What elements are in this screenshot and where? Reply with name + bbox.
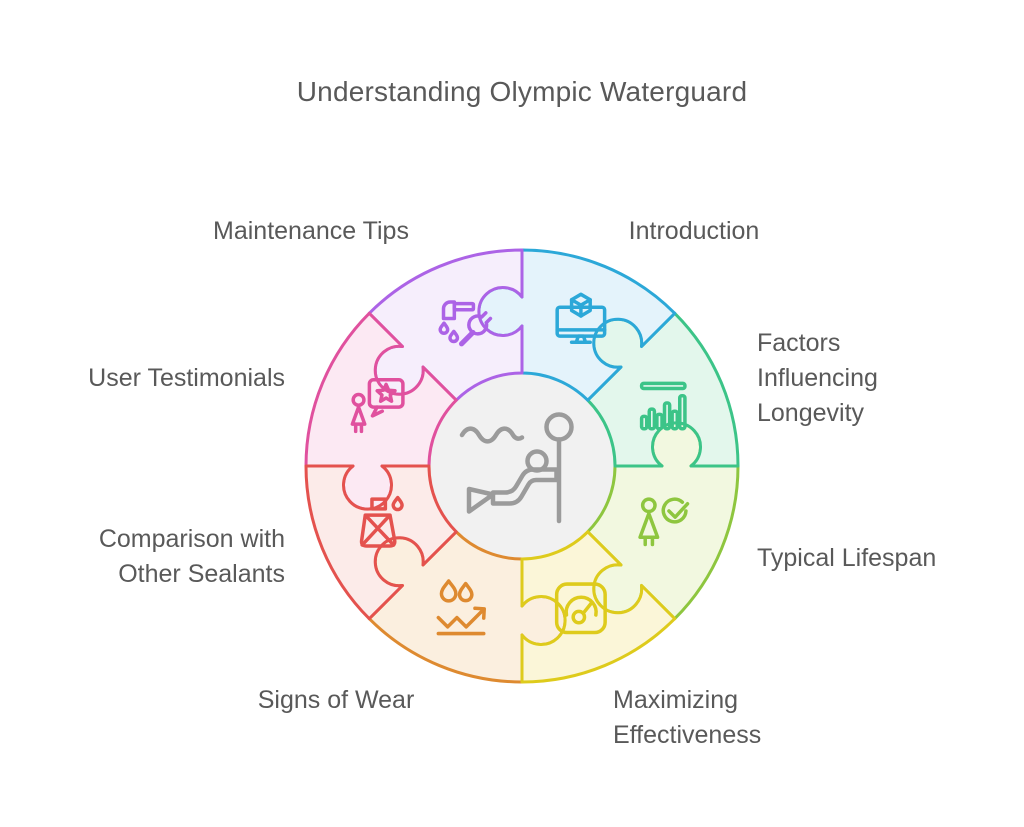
- monitor-cube-icon: [555, 292, 607, 345]
- label-line: Introduction: [628, 217, 760, 245]
- label-line: Comparison with: [98, 525, 285, 553]
- pool-slide-icon: [459, 412, 574, 524]
- diagram-title: Understanding Olympic Waterguard: [296, 76, 748, 107]
- person-check-icon: [638, 497, 690, 547]
- label-line: Influencing: [757, 364, 878, 392]
- spray-wrench-icon: [438, 300, 493, 347]
- label-line: Typical Lifespan: [757, 544, 937, 572]
- segment-label-factors-influencing-longevity: Factors Influencing Longevity: [757, 326, 997, 431]
- puzzle-piece-comparison-with-other-sealants: [304, 464, 458, 621]
- label-line: Signs of Wear: [257, 686, 415, 714]
- segment-label-comparison-with-other-sealants: Comparison with Other Sealants: [25, 522, 285, 592]
- gauge-icon: [554, 582, 607, 635]
- label-line: Effectiveness: [613, 721, 762, 749]
- segment-label-user-testimonials: User Testimonials: [25, 361, 285, 396]
- water-repellent-icon: [436, 579, 486, 636]
- segment-label-signs-of-wear: Signs of Wear: [186, 683, 486, 718]
- puzzle-piece-maximizing-effectiveness: [520, 530, 677, 684]
- label-line: Maintenance Tips: [213, 217, 409, 245]
- segment-label-maintenance-tips: Maintenance Tips: [161, 214, 461, 249]
- canister-cross-icon: [359, 495, 404, 548]
- segment-label-introduction: Introduction: [544, 214, 844, 249]
- segment-label-typical-lifespan: Typical Lifespan: [757, 541, 1017, 576]
- label-line: User Testimonials: [88, 364, 285, 392]
- segment-label-maximizing-effectiveness: Maximizing Effectiveness: [613, 683, 893, 753]
- label-line: Longevity: [757, 399, 865, 427]
- person-review-icon: [350, 378, 405, 434]
- label-line: Maximizing: [613, 686, 739, 714]
- label-line: Factors: [757, 329, 841, 357]
- bar-chart-icon: [639, 381, 687, 431]
- label-line: Other Sealants: [118, 560, 285, 588]
